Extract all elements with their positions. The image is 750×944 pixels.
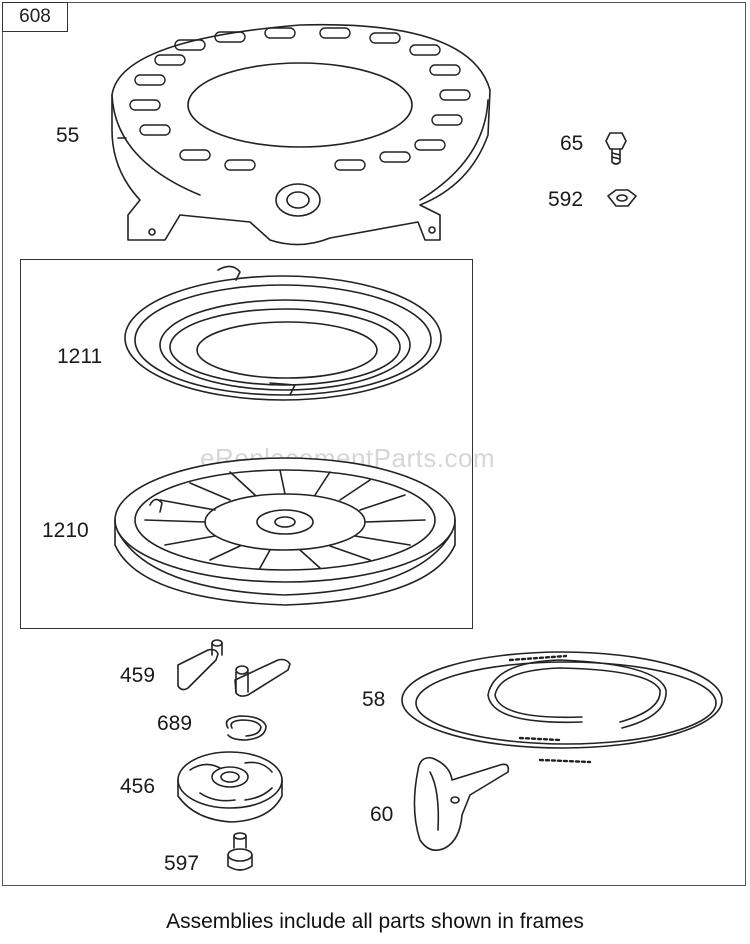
- bolt-part-65: [605, 132, 627, 165]
- callout-1211: 1211: [57, 345, 103, 368]
- callout-592: 592: [548, 188, 584, 211]
- callout-60: 60: [370, 803, 394, 826]
- callout-597: 597: [164, 852, 200, 875]
- callout-65: 65: [560, 132, 584, 155]
- rope-part-58: [401, 651, 723, 764]
- handle-part-60: [413, 756, 510, 851]
- callout-689: 689: [157, 712, 193, 735]
- callout-55: 55: [56, 124, 80, 147]
- assembly-frame: [20, 259, 473, 629]
- spring-part-1211: [124, 265, 442, 401]
- callout-58: 58: [362, 688, 386, 711]
- pin-part-597: [227, 832, 253, 871]
- diagram-caption: Assemblies include all parts shown in fr…: [166, 910, 584, 933]
- ratchet-cup-part-456: [177, 751, 283, 823]
- pulley-part-1210: [114, 457, 456, 606]
- starter-housing-part-55: [111, 23, 491, 246]
- diagram-border: [2, 2, 746, 886]
- retaining-ring-part-689: [225, 715, 267, 741]
- pawl-part-459: [177, 639, 291, 697]
- callout-456: 456: [120, 775, 156, 798]
- callout-1210: 1210: [42, 519, 89, 542]
- callout-459: 459: [120, 664, 156, 687]
- nut-part-592: [607, 189, 637, 207]
- figure-number-tag: 608: [2, 2, 68, 32]
